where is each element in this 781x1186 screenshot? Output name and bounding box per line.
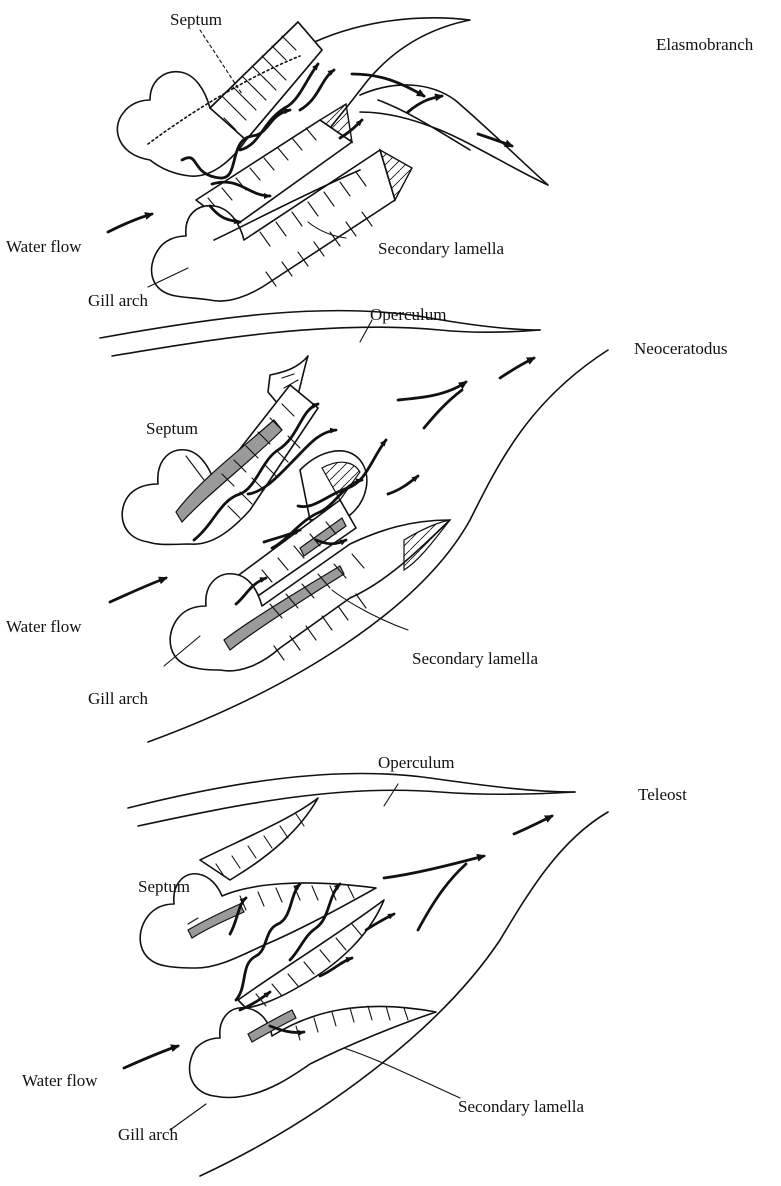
elasmobranch-panel: Elasmobranch Septum Water flow Secondary…	[6, 10, 754, 310]
elasmobranch-secondary-lamella-label: Secondary lamella	[378, 239, 504, 258]
elasmobranch-septum-label: Septum	[170, 10, 222, 29]
elasmobranch-title: Elasmobranch	[656, 35, 754, 54]
elasmobranch-gill-arch-label: Gill arch	[88, 291, 148, 310]
teleost-panel: Teleost Operculum Septum Water flow Seco…	[22, 753, 687, 1176]
neoceratodus-operculum-label: Operculum	[370, 305, 446, 324]
teleost-operculum-label: Operculum	[378, 753, 454, 772]
neoceratodus-gill-arch-label: Gill arch	[88, 689, 148, 708]
teleost-secondary-lamella-label: Secondary lamella	[458, 1097, 584, 1116]
teleost-gill-arch-label: Gill arch	[118, 1125, 178, 1144]
neoceratodus-title: Neoceratodus	[634, 339, 727, 358]
neoceratodus-septum-label: Septum	[146, 419, 198, 438]
elasmobranch-water-flow-label: Water flow	[6, 237, 82, 256]
neoceratodus-panel: Neoceratodus Operculum Septum Water flow…	[6, 305, 727, 742]
teleost-water-flow-label: Water flow	[22, 1071, 98, 1090]
teleost-septum-label: Septum	[138, 877, 190, 896]
neoceratodus-secondary-lamella-label: Secondary lamella	[412, 649, 538, 668]
teleost-title: Teleost	[638, 785, 687, 804]
neoceratodus-water-flow-label: Water flow	[6, 617, 82, 636]
